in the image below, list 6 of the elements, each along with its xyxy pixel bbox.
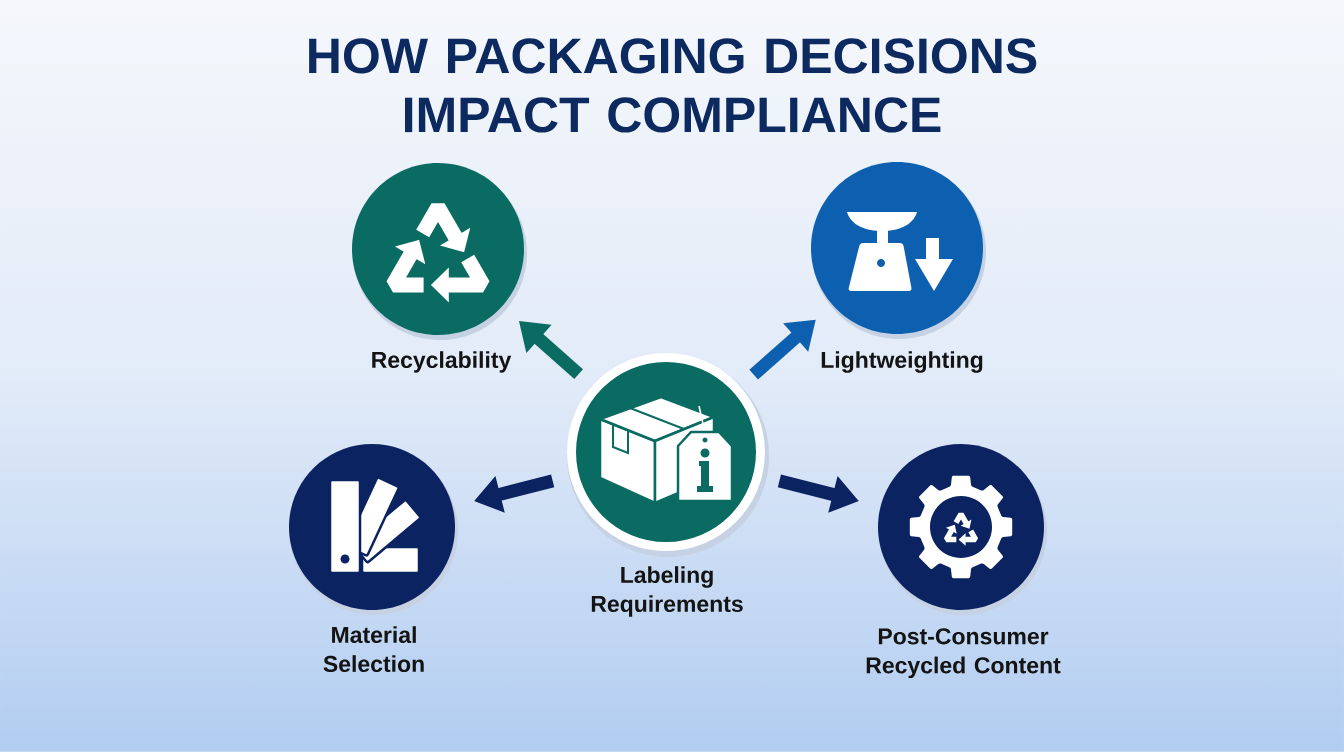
title: HOW PACKAGING DECISIONS IMPACT COMPLIANCE	[309, 38, 1037, 133]
node-label: Post-Consumer Recycled Content	[866, 628, 1061, 678]
node-label: Material Selection	[323, 626, 424, 673]
node-label: Labeling Requirements	[591, 566, 743, 617]
node-label: Lightweighting	[821, 351, 983, 373]
node-label: Recyclability	[372, 351, 512, 373]
